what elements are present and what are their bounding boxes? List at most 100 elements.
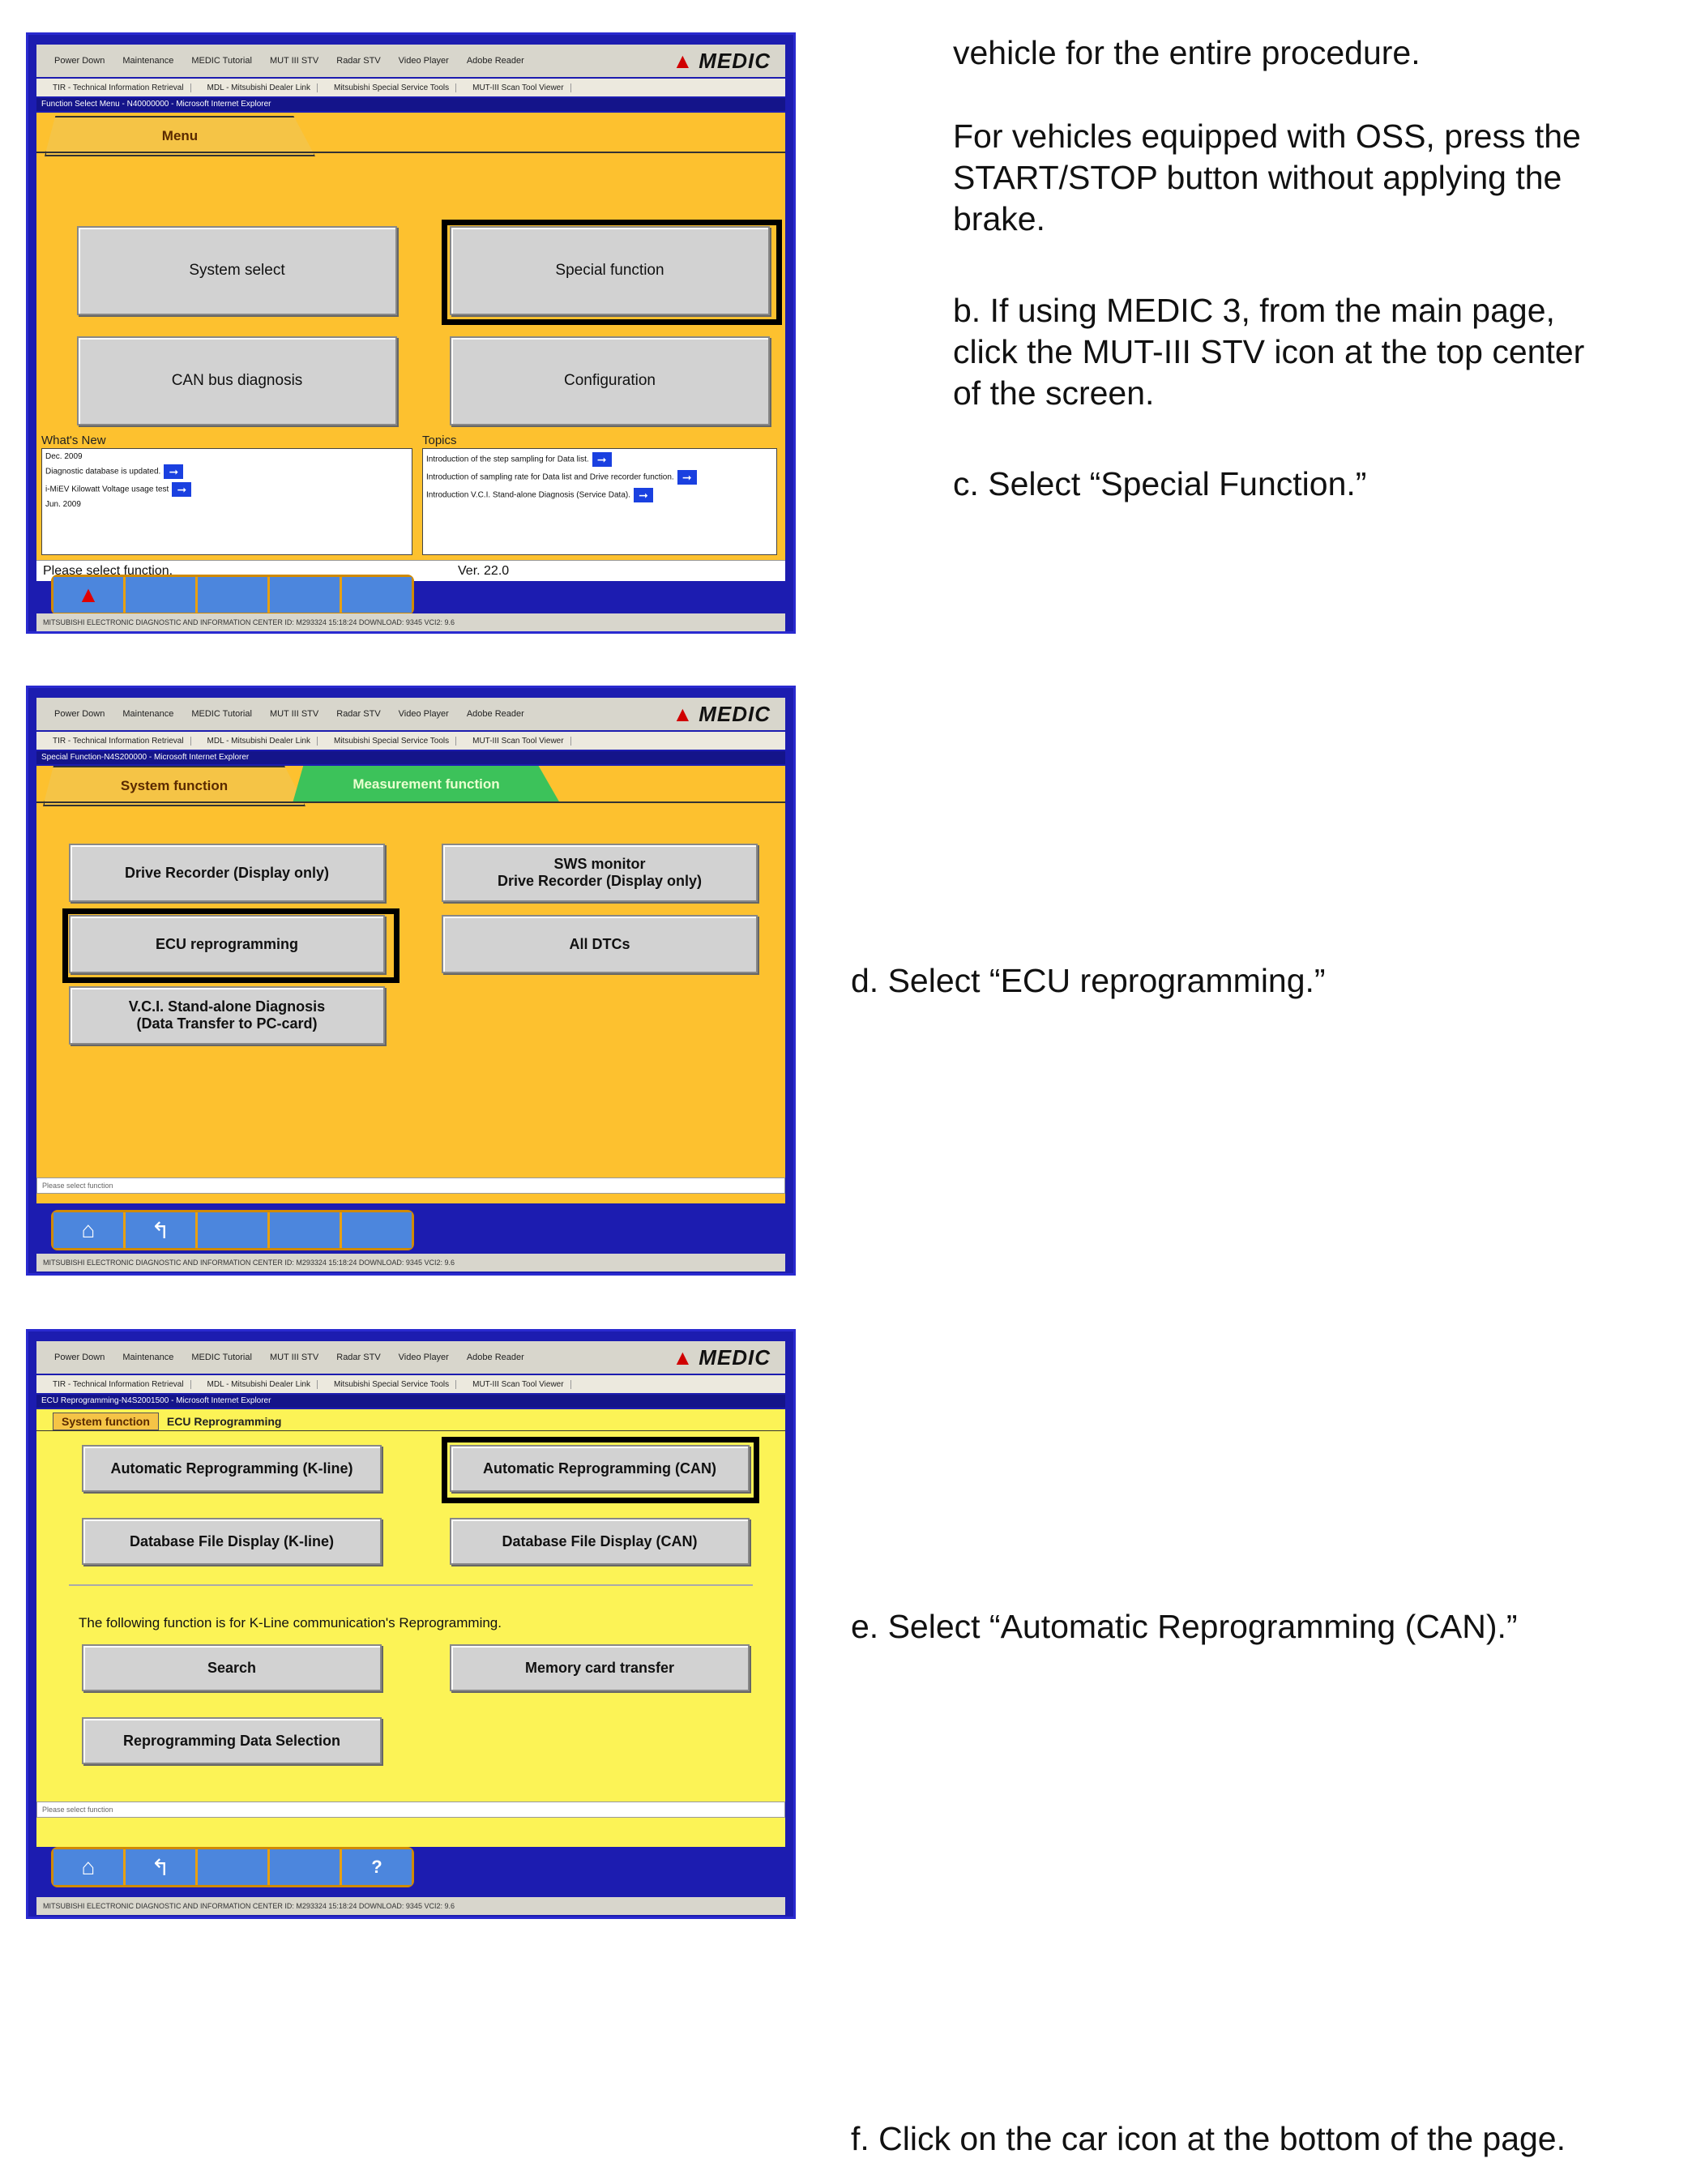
whats-new-list[interactable]: Dec. 2009 Diagnostic database is updated… [41, 448, 412, 555]
configuration-button[interactable]: Configuration [450, 336, 770, 425]
arrow-right-icon[interactable]: ➞ [633, 488, 653, 502]
medic-logo: ▲MEDIC [672, 48, 771, 73]
vci-stand-alone-button[interactable]: V.C.I. Stand-alone Diagnosis (Data Trans… [69, 986, 385, 1045]
whats-new-item[interactable]: Diagnostic database is updated.➞ [45, 464, 408, 479]
taskbar-tab-mdl[interactable]: MDL - Mitsubishi Dealer Link [201, 1379, 318, 1389]
window-title: Function Select Menu - N40000000 - Micro… [36, 98, 785, 111]
nav-slot-3[interactable] [195, 1212, 267, 1248]
toolbar-medic-tutorial[interactable]: MEDIC Tutorial [191, 1353, 252, 1362]
system-select-button[interactable]: System select [77, 226, 397, 315]
taskbar-tab-mdl[interactable]: MDL - Mitsubishi Dealer Link [201, 83, 318, 92]
instruction-b-line1: b. If using MEDIC 3, from the main page, [953, 292, 1555, 329]
nav-slot-3[interactable] [195, 577, 267, 613]
nav-slot-4[interactable] [267, 577, 340, 613]
ecu-reprogramming-button[interactable]: ECU reprogramming [69, 915, 385, 973]
highlight-box [62, 908, 400, 983]
nav-slot-3[interactable] [195, 1849, 267, 1885]
taskbar-tab-tir[interactable]: TIR - Technical Information Retrieval [46, 1379, 191, 1389]
bottom-bar: ⌂ ↰ [36, 1203, 785, 1252]
taskbar-tab-msst[interactable]: Mitsubishi Special Service Tools [327, 1379, 457, 1389]
toolbar-radar-stv[interactable]: Radar STV [336, 1353, 381, 1362]
toolbar-adobe-reader[interactable]: Adobe Reader [466, 1353, 524, 1362]
window-title: Special Function-N4S200000 - Microsoft I… [36, 751, 785, 764]
system-status-line: MITSUBISHI ELECTRONIC DIAGNOSTIC AND INF… [36, 1254, 785, 1272]
nav-buttons: ⌂ ↰ [51, 1210, 414, 1250]
back-icon[interactable]: ↰ [123, 1212, 195, 1248]
instruction-b-line3: of the screen. [953, 374, 1155, 412]
toolbar-video-player[interactable]: Video Player [398, 1353, 449, 1362]
special-function-button[interactable]: Special function [450, 226, 770, 315]
all-dtcs-button[interactable]: All DTCs [442, 915, 758, 973]
arrow-right-icon[interactable]: ➞ [172, 482, 192, 497]
breadcrumb: System function ECU Reprogramming [53, 1413, 289, 1430]
nav-buttons: ⌂ ↰ ? [51, 1847, 414, 1887]
drive-recorder-button[interactable]: Drive Recorder (Display only) [69, 844, 385, 902]
taskbar-tab-mut[interactable]: MUT-III Scan Tool Viewer [466, 83, 571, 92]
bottom-bar: ▲ [36, 575, 785, 615]
nav-slot-5[interactable] [340, 1212, 412, 1248]
instruction-oss-line3: brake. [953, 200, 1045, 237]
reprogramming-data-selection-button[interactable]: Reprogramming Data Selection [82, 1717, 382, 1764]
toolbar-power-down[interactable]: Power Down [54, 1353, 105, 1362]
tab-system-function[interactable]: System function [43, 766, 306, 806]
whats-new-item[interactable]: i-MiEV Kilowatt Voltage usage test➞ [45, 482, 408, 497]
toolbar-maintenance[interactable]: Maintenance [122, 56, 174, 66]
toolbar-radar-stv[interactable]: Radar STV [336, 56, 381, 66]
topics-item[interactable]: Introduction V.C.I. Stand-alone Diagnosi… [426, 488, 773, 502]
tab-menu[interactable]: Menu [45, 116, 315, 156]
taskbar-tab-msst[interactable]: Mitsubishi Special Service Tools [327, 736, 457, 746]
toolbar-power-down[interactable]: Power Down [54, 56, 105, 66]
nav-slot-4[interactable] [267, 1212, 340, 1248]
topics-item[interactable]: Introduction of sampling rate for Data l… [426, 470, 773, 485]
arrow-right-icon[interactable]: ➞ [592, 452, 612, 467]
taskbar-tab-mdl[interactable]: MDL - Mitsubishi Dealer Link [201, 736, 318, 746]
nav-slot-5[interactable] [340, 577, 412, 613]
toolbar-mut-iii-stv[interactable]: MUT III STV [269, 1353, 319, 1362]
home-icon[interactable]: ⌂ [53, 1212, 123, 1248]
search-button[interactable]: Search [82, 1644, 382, 1691]
topics-list[interactable]: Introduction of the step sampling for Da… [422, 448, 777, 555]
database-file-display-kline-button[interactable]: Database File Display (K-line) [82, 1518, 382, 1565]
special-function-panel: System function Measurement function Dri… [36, 766, 785, 1203]
toolbar-mut-iii-stv[interactable]: MUT III STV [269, 56, 319, 66]
taskbar-tab-mut[interactable]: MUT-III Scan Tool Viewer [466, 1379, 571, 1389]
memory-card-transfer-button[interactable]: Memory card transfer [450, 1644, 750, 1691]
arrow-right-icon[interactable]: ➞ [677, 470, 697, 485]
toolbar-adobe-reader[interactable]: Adobe Reader [466, 709, 524, 719]
highlight-box [442, 1437, 759, 1503]
toolbar-video-player[interactable]: Video Player [398, 56, 449, 66]
sws-monitor-button[interactable]: SWS monitor Drive Recorder (Display only… [442, 844, 758, 902]
taskbar-tab-mut[interactable]: MUT-III Scan Tool Viewer [466, 736, 571, 746]
toolbar-medic-tutorial[interactable]: MEDIC Tutorial [191, 56, 252, 66]
instruction-a-continued: vehicle for the entire procedure. [953, 34, 1421, 71]
taskbar-tab-tir[interactable]: TIR - Technical Information Retrieval [46, 83, 191, 92]
whats-new-date-1: Dec. 2009 [45, 452, 83, 461]
nav-slot-2[interactable] [123, 577, 195, 613]
breadcrumb-system-function[interactable]: System function [53, 1413, 159, 1430]
tab-measurement-function[interactable]: Measurement function [293, 766, 560, 803]
toolbar-maintenance[interactable]: Maintenance [122, 709, 174, 719]
can-bus-diagnosis-button[interactable]: CAN bus diagnosis [77, 336, 397, 425]
whats-new-label: What's New [41, 434, 106, 447]
toolbar-mut-iii-stv[interactable]: MUT III STV [269, 709, 319, 719]
arrow-right-icon[interactable]: ➞ [164, 464, 184, 479]
home-icon[interactable]: ⌂ [53, 1849, 123, 1885]
toolbar-adobe-reader[interactable]: Adobe Reader [466, 56, 524, 66]
status-bar: Please select function [36, 1801, 785, 1818]
toolbar-medic-tutorial[interactable]: MEDIC Tutorial [191, 709, 252, 719]
ecu-reprogramming-panel: System function ECU Reprogramming Automa… [36, 1409, 785, 1847]
taskbar-tab-msst[interactable]: Mitsubishi Special Service Tools [327, 83, 457, 92]
toolbar-video-player[interactable]: Video Player [398, 709, 449, 719]
taskbar-tab-tir[interactable]: TIR - Technical Information Retrieval [46, 736, 191, 746]
back-icon[interactable]: ↰ [123, 1849, 195, 1885]
topics-item[interactable]: Introduction of the step sampling for Da… [426, 452, 773, 467]
automatic-reprogramming-kline-button[interactable]: Automatic Reprogramming (K-line) [82, 1445, 382, 1492]
toolbar-radar-stv[interactable]: Radar STV [336, 709, 381, 719]
automatic-reprogramming-can-button[interactable]: Automatic Reprogramming (CAN) [450, 1445, 750, 1492]
database-file-display-can-button[interactable]: Database File Display (CAN) [450, 1518, 750, 1565]
nav-slot-4[interactable] [267, 1849, 340, 1885]
toolbar-power-down[interactable]: Power Down [54, 709, 105, 719]
toolbar-maintenance[interactable]: Maintenance [122, 1353, 174, 1362]
help-icon[interactable]: ? [340, 1849, 412, 1885]
mitsubishi-car-icon[interactable]: ▲ [53, 577, 123, 613]
